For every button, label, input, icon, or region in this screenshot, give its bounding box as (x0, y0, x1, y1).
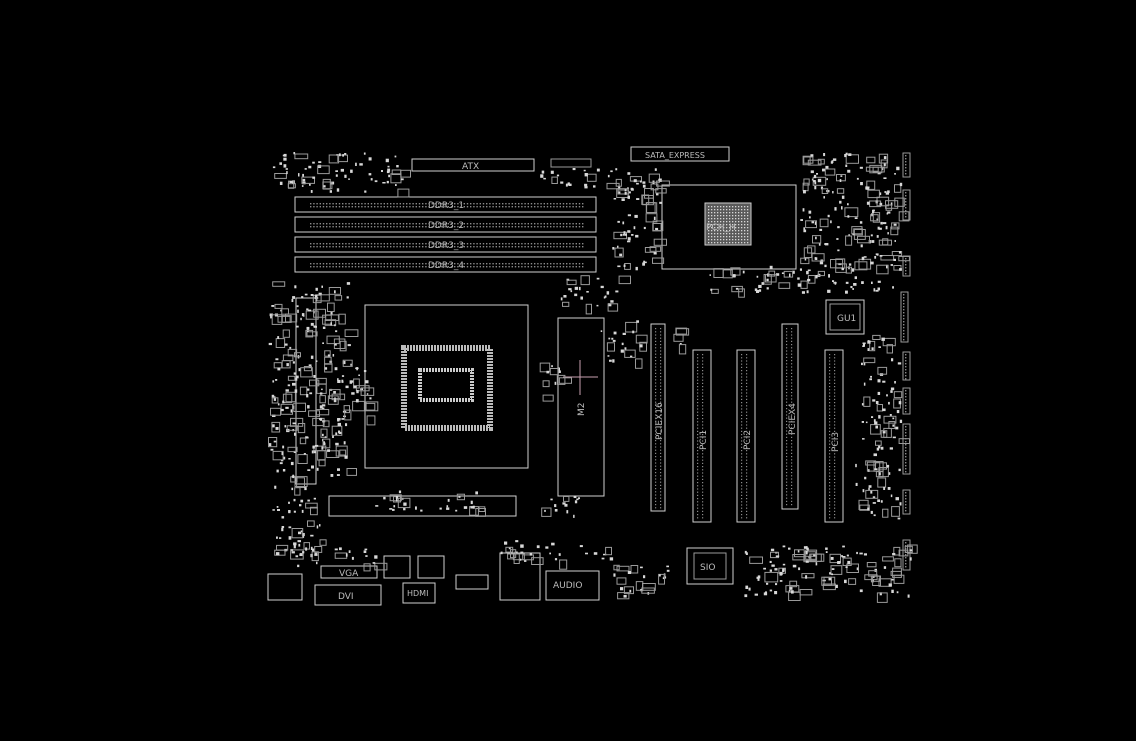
ddr3-slot-4[interactable]: DDR3_4 (294, 256, 597, 273)
ddr3-2-label: DDR3_2 (428, 221, 464, 231)
audio-label: AUDIO (553, 581, 582, 591)
m2-label: M2 (577, 403, 587, 417)
pciex16-slot[interactable]: PCIEX16 (650, 323, 666, 512)
gu1-chip[interactable]: GU1 (825, 299, 865, 335)
m2-slot[interactable]: M2 (557, 317, 605, 497)
hdmi-chip-b (417, 555, 445, 579)
hdmi-connector[interactable]: HDMI (402, 582, 436, 604)
atx-connector[interactable]: ATX (411, 158, 535, 172)
pci3-label: PCI3 (831, 432, 841, 452)
component-pads (268, 152, 918, 603)
pci2-label: PCI2 (743, 430, 753, 450)
hdmi-label: HDMI (407, 589, 428, 598)
pci2-slot[interactable]: PCI2 (736, 349, 756, 523)
vrm-column (295, 297, 317, 485)
header-top (550, 158, 592, 168)
pciex4-label: PCIEX4 (788, 403, 798, 435)
slot-pin-rows (655, 328, 836, 519)
dvi-label: DVI (338, 592, 354, 602)
gu1-label: GU1 (837, 314, 856, 324)
ddr3-1-label: DDR3_1 (428, 201, 464, 211)
sio-label: SIO (700, 563, 715, 573)
pci1-slot[interactable]: PCI1 (692, 349, 712, 523)
pci1-label: PCI1 (699, 430, 709, 450)
sata-express-connector[interactable]: SATA_EXPRESS (630, 146, 730, 162)
ps2-connector[interactable] (267, 573, 303, 601)
sata-express-label: SATA_EXPRESS (645, 151, 705, 160)
usb-header[interactable] (455, 574, 489, 590)
pci3-slot[interactable]: PCI3 (824, 349, 844, 523)
pch-chip[interactable]: PCH_H (661, 184, 797, 270)
audio-connector[interactable]: AUDIO (545, 570, 600, 601)
vga-connector[interactable]: VGA (320, 565, 378, 579)
atx-label: ATX (462, 162, 479, 172)
ddr3-slot-1[interactable]: DDR3_1 (294, 196, 597, 213)
vga-label: VGA (339, 569, 359, 579)
vrm-row (328, 495, 517, 517)
usb-lan-connector[interactable] (499, 552, 541, 601)
ddr-pin-rows (310, 203, 584, 268)
pch-label: PCH_H (706, 223, 736, 233)
ddr3-3-label: DDR3_3 (428, 241, 464, 251)
pch-ball-grid (708, 206, 749, 244)
ddr3-slot-2[interactable]: DDR3_2 (294, 216, 597, 233)
ddr3-4-label: DDR3_4 (428, 261, 464, 271)
right-edge-headers (900, 152, 911, 571)
hdmi-chip-a (383, 555, 411, 579)
ddr3-slot-3[interactable]: DDR3_3 (294, 236, 597, 253)
dvi-connector[interactable]: DVI (314, 584, 382, 606)
cpu-socket[interactable] (364, 304, 529, 469)
sio-chip[interactable]: SIO (686, 547, 734, 585)
pciex4-slot[interactable]: PCIEX4 (781, 323, 799, 510)
